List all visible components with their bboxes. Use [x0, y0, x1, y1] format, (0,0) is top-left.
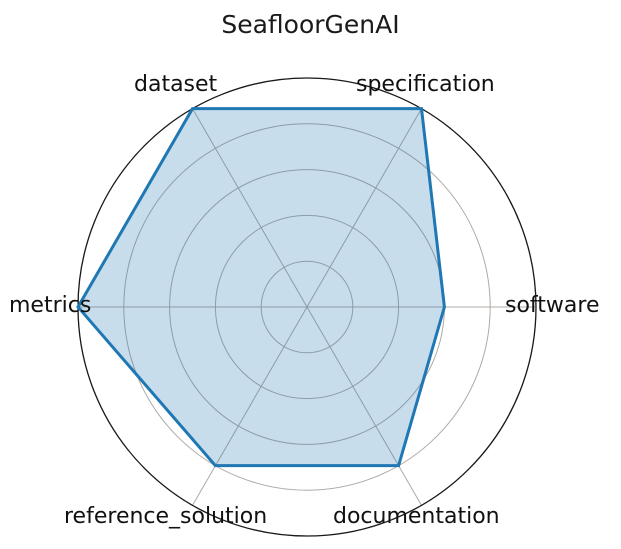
gridline-spoke-dataset — [192, 108, 308, 308]
axis-label-dataset: dataset — [134, 72, 218, 97]
chart-title: SeafloorGenAI — [221, 10, 400, 39]
angular-gridlines — [78, 108, 536, 506]
axis-label-documentation: documentation — [333, 504, 500, 529]
axis-label-software: software — [505, 293, 600, 318]
axis-label-metrics: metrics — [9, 293, 92, 318]
gridline-spoke-documentation — [306, 306, 422, 506]
series-outline-seafloorgenai — [76, 107, 446, 468]
gridline-spoke-specification — [306, 108, 422, 308]
gridline-spoke-reference_solution — [192, 306, 308, 506]
axis-label-reference-solution: reference_solution — [64, 504, 268, 529]
axis-label-specification: specification — [356, 72, 495, 97]
series-fill-seafloorgenai — [78, 108, 445, 466]
